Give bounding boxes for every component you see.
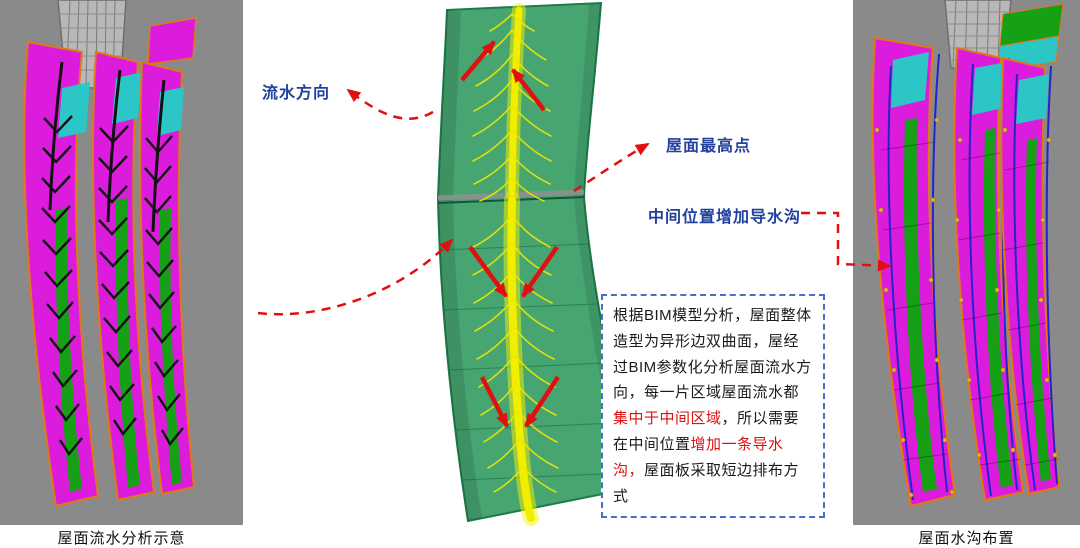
- note-text-part: ，所以需要在中间位置: [613, 410, 800, 453]
- roof-panel-strips-gutter: [871, 3, 1064, 508]
- left-model-panel: [0, 0, 243, 525]
- note-text-part: 屋面板采取短边排布方式: [613, 461, 800, 505]
- flow-direction-dashed-arrow-icon: [346, 88, 434, 120]
- highest-point-dashed-arrow-icon: [573, 142, 650, 193]
- left-panel-caption: 屋面流水分析示意: [57, 530, 186, 547]
- gutter-label: 中间位置增加导水沟: [648, 209, 802, 226]
- roof-gutter-layout-model: [871, 0, 1064, 508]
- roof-panel-strips-flow: [23, 17, 197, 508]
- note-text-part: 根据BIM模型分析，屋面整体造型为异形边双曲面，屋经过BIM参数化分析屋面流水方…: [613, 307, 812, 402]
- roof-flow-analysis-model: [23, 0, 197, 508]
- center-region-dashed-arrow-icon: [257, 238, 454, 316]
- fastener-dots: [874, 117, 1058, 498]
- streamlines-upper: [472, 13, 552, 202]
- right-panel-caption: 屋面水沟布置: [918, 530, 1015, 547]
- flow-direction-arrow-icons: [460, 40, 560, 428]
- streamlines-lower: [472, 214, 559, 493]
- highest-point-label: 屋面最高点: [666, 138, 752, 155]
- bim-analysis-note-box: 根据BIM模型分析，屋面整体造型为异形边双曲面，屋经过BIM参数化分析屋面流水方…: [601, 294, 825, 519]
- flow-direction-label: 流水方向: [262, 85, 331, 102]
- note-text-emphasis: 增加一条导水沟，: [613, 435, 784, 479]
- note-text-emphasis: 集中于中间区域: [613, 410, 722, 428]
- right-model-panel: [853, 0, 1080, 525]
